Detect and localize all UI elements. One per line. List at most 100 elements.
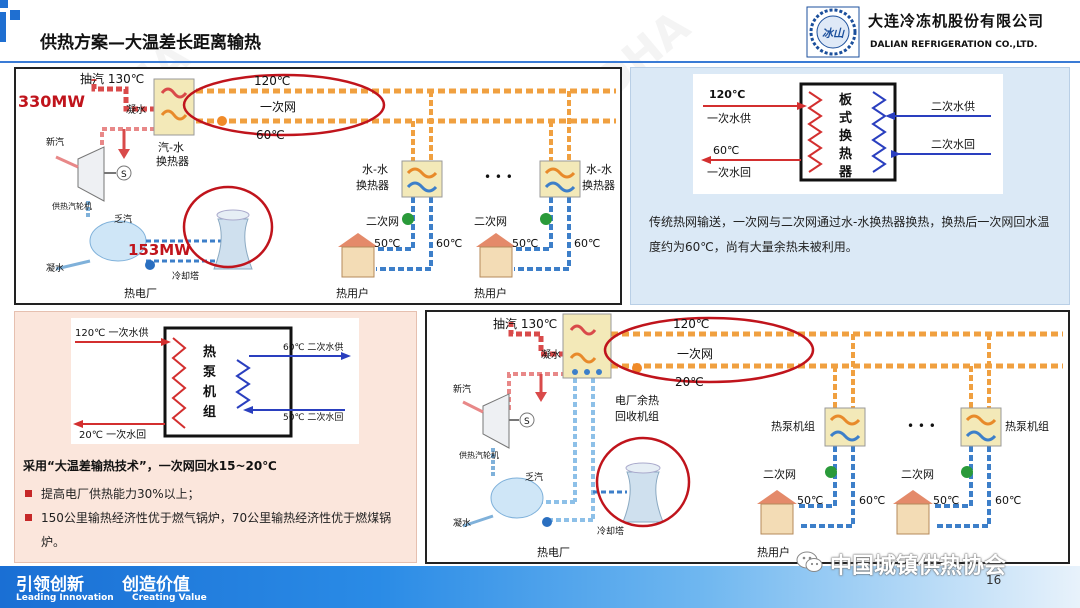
waste-recovery-label: 回收机组 — [615, 409, 659, 423]
header-decoration — [0, 0, 8, 8]
waste-recovery-unit — [562, 313, 612, 379]
temp-label: 50℃ — [797, 494, 823, 507]
hp-secondary-supply: 60℃ 二次水供 — [283, 341, 343, 353]
turbine-label: 供热汽轮机 — [459, 450, 499, 460]
ellipsis-label: • • • — [907, 419, 936, 433]
condensate-arrow-icon — [535, 392, 547, 402]
ellipsis-label: • • • — [484, 170, 513, 184]
bullet-square-icon — [25, 490, 32, 497]
secondary-net-label: 二次网 — [901, 467, 934, 481]
hx-temp-supply: 120℃ — [709, 88, 745, 101]
traditional-network-diagram: 抽汽 130℃ 330MW 120℃ 一次网 60℃ 凝水 汽-水 换热器 新汽… — [14, 67, 622, 305]
hx-secondary-return: 二次水回 — [931, 137, 975, 151]
generator-icon — [519, 412, 535, 428]
traditional-network-svg: 抽汽 130℃ 330MW 120℃ 一次网 60℃ 凝水 汽-水 换热器 新汽… — [18, 71, 616, 300]
logo-text: 冰山 — [822, 27, 845, 40]
generator-icon — [116, 165, 132, 181]
condensate-label: 凝水 — [541, 349, 561, 361]
hp-char: 热 — [203, 344, 216, 360]
panel-description: 传统热网输送，一次网与二次网通过水-水换热器换热，换热后一次网回水温度约为60℃… — [649, 215, 1050, 254]
heat-pump-svg: 120℃ 一次水供 20℃ 一次水回 热 泵 机 组 60℃ 二次水供 50℃ … — [71, 318, 359, 444]
pump-icon — [542, 517, 552, 527]
power-label: 330MW — [18, 92, 85, 111]
company-name-cn: 大连冷冻机股份有限公司 — [868, 12, 1045, 30]
temp-return-label: 60℃ — [256, 128, 285, 142]
temp-label: 60℃ — [574, 237, 600, 250]
pump-icon — [145, 260, 155, 270]
slogan-innovation-en: Leading Innovation — [16, 593, 114, 603]
slogan-value: 创造价值 — [122, 575, 190, 595]
steam-water-exchanger — [153, 78, 195, 136]
hp-unit-label: 热泵机组 — [1005, 419, 1049, 433]
pump-icon — [632, 363, 642, 373]
primary-net-label: 一次网 — [260, 100, 296, 114]
temp-label: 50℃ — [933, 494, 959, 507]
user-label: 热用户 — [336, 286, 369, 300]
house-icon — [338, 233, 378, 247]
ww-hx-label: 水-水 — [362, 163, 388, 176]
heat-pump-panel: 120℃ 一次水供 20℃ 一次水回 热 泵 机 组 60℃ 二次水供 50℃ … — [14, 311, 417, 563]
temp-supply-label: 120℃ — [673, 317, 709, 331]
list-item: 150公里输热经济性优于燃气锅炉，70公里输热经济性优于燃煤锅炉。 — [23, 506, 415, 554]
primary-net-label: 一次网 — [677, 347, 713, 361]
turbine-icon — [482, 393, 510, 449]
highlight-ellipse — [182, 73, 386, 137]
waste-recovery-label: 电厂余热 — [615, 393, 659, 407]
hp-char: 机 — [203, 384, 216, 400]
hx-temp-return: 60℃ — [713, 144, 739, 157]
hx-char: 板 — [839, 92, 853, 108]
ww-hx-label: 换热器 — [356, 178, 389, 192]
extraction-label: 抽汽 130℃ — [80, 71, 144, 86]
condensate-label: 凝水 — [46, 262, 64, 274]
company-name-en: DALIAN REFRIGERATION CO.,LTD. — [870, 40, 1038, 50]
hx-char: 器 — [838, 165, 853, 180]
temp-label: 60℃ — [859, 494, 885, 507]
technique-heading: 采用“大温差输热技术”，一次网回水15~20℃ — [23, 459, 277, 473]
hx-primary-supply: 一次水供 — [707, 111, 751, 125]
temp-label: 50℃ — [512, 237, 538, 250]
secondary-net-label: 二次网 — [763, 467, 796, 481]
highlight-ellipse — [595, 436, 691, 528]
house-icon — [476, 233, 516, 247]
list-item-text: 150公里输热经济性优于燃气锅炉，70公里输热经济性优于燃煤锅炉。 — [41, 511, 392, 549]
plant-label: 热电厂 — [124, 287, 157, 300]
header-decoration — [0, 12, 6, 42]
slogan-innovation: 引领创新 — [16, 575, 84, 595]
heat-pump-box — [163, 326, 293, 438]
water-exchanger-left — [401, 160, 443, 198]
highlight-ellipse — [182, 185, 274, 269]
extraction-label: 抽汽 130℃ — [493, 316, 557, 331]
pump-icon — [825, 466, 837, 478]
steam-water-hx-label: 汽-水 — [158, 140, 184, 154]
large-temp-diff-svg: 抽汽 130℃ 120℃ 一次网 20℃ 凝水 新汽 供热汽轮机 S 乏汽 凝水… — [453, 313, 1063, 559]
temp-label: 60℃ — [436, 237, 462, 250]
waste-heat-label: 153MW — [128, 241, 191, 259]
wechat-icon — [796, 551, 823, 572]
ww-hx-label: 换热器 — [582, 178, 615, 192]
temp-label: 50℃ — [374, 237, 400, 250]
hx-secondary-supply: 二次水供 — [931, 99, 975, 113]
cooling-tower-icon — [213, 218, 253, 270]
condensate-label: 凝水 — [126, 104, 146, 116]
hp-unit-label: 热泵机组 — [771, 419, 815, 433]
footer-bar — [0, 566, 1080, 608]
hx-primary-return: 一次水回 — [707, 165, 751, 179]
hp-char: 组 — [203, 404, 216, 420]
highlight-ellipse — [603, 316, 815, 384]
hp-char: 泵 — [203, 365, 216, 380]
temp-supply-label: 120℃ — [254, 74, 290, 88]
slogan-value-en: Creating Value — [132, 593, 207, 603]
hp-supply-in: 120℃ 一次水供 — [75, 326, 149, 339]
water-exchanger-right — [539, 160, 581, 198]
turbine-icon — [77, 146, 105, 202]
secondary-net-label: 二次网 — [474, 214, 507, 228]
heat-pump-unit-left — [824, 407, 866, 447]
hp-return-out: 20℃ 一次水回 — [79, 428, 146, 441]
hx-char: 式 — [839, 110, 852, 126]
house-icon — [757, 490, 797, 504]
steam-water-hx-label: 换热器 — [156, 154, 189, 168]
wechat-account-name: 中国城镇供热协会 — [830, 554, 1007, 579]
condensate-arrow-icon — [118, 149, 130, 159]
plate-exchanger-svg: 120℃ 一次水供 60℃ 一次水回 板 式 换 热 器 二次水供 二次水回 — [693, 74, 1003, 194]
